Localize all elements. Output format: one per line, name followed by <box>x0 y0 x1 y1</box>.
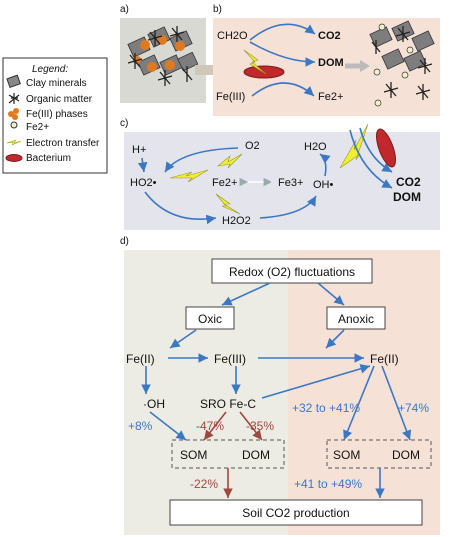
oxic-label: Oxic <box>198 312 222 326</box>
oxic-background <box>124 250 288 535</box>
oh-label: ·OH <box>143 397 165 411</box>
electron-transfer-b <box>243 49 267 75</box>
panel-a-mineral-aggregate <box>120 18 206 103</box>
oh-to-h2o-arrow <box>319 153 331 177</box>
c-fe3: Fe3+ <box>278 177 303 189</box>
b-ch2o: CH2O <box>217 30 248 42</box>
clay-mineral-icon <box>6 74 21 89</box>
som-right: SOM <box>333 448 360 462</box>
som-left: SOM <box>180 448 207 462</box>
fe2-to-som-arrow <box>343 365 375 441</box>
legend-item: Organic matter <box>26 94 93 105</box>
c-oh: OH• <box>313 179 334 191</box>
legend-item: Electron transfer <box>26 138 100 149</box>
anoxic-label: Anoxic <box>338 312 374 326</box>
to-dom-arrow <box>349 129 393 189</box>
b-fe3: Fe(III) <box>216 91 245 103</box>
b-co2: CO2 <box>318 30 341 42</box>
electron-transfer-icon <box>6 139 22 146</box>
sro-to-fe2-arrow <box>261 364 371 399</box>
dom-right: DOM <box>392 448 420 462</box>
fe3-to-fe2-arrow <box>251 82 315 97</box>
redox-to-oxic-arrow <box>221 282 271 306</box>
c-fe2: Fe2+ <box>212 177 237 189</box>
panel-label-b: b) <box>213 4 222 15</box>
ch2o-to-dom-arrow <box>249 41 316 67</box>
pct-co2-pos: +41 to +49% <box>294 477 362 491</box>
anoxic-box <box>326 306 386 330</box>
redox-to-anoxic-arrow <box>317 282 345 306</box>
sro-to-som-arrow <box>203 411 227 441</box>
ch2o-to-co2-arrow <box>249 23 316 41</box>
oxic-box <box>185 306 235 330</box>
redox-label: Redox (O2) fluctuations <box>229 265 355 279</box>
anoxic-som-dom-box <box>326 439 432 469</box>
panel-label-a: a) <box>120 4 129 15</box>
b-dom: DOM <box>318 57 344 69</box>
redox-box <box>211 258 373 284</box>
b-fe2: Fe2+ <box>318 91 343 103</box>
legend: Legend: Clay minerals Organic matter Fe(… <box>2 57 108 174</box>
anoxic-to-fe2-arrow <box>325 329 345 349</box>
sro-label: SRO Fe-C <box>200 397 256 411</box>
fe2-to-dom-arrow <box>381 365 412 441</box>
legend-item: Fe(III) phases <box>26 109 88 120</box>
fe3-phase-icon <box>8 108 19 120</box>
soil-co2-box <box>169 499 423 526</box>
ho2-to-h2o2-arrow <box>144 191 217 225</box>
pct-dom-pos: +74% <box>398 401 429 415</box>
dom-left: DOM <box>242 448 270 462</box>
pct-oh: +8% <box>128 419 153 433</box>
c-o2: O2 <box>245 140 260 152</box>
fe3-center: Fe(III) <box>214 352 246 366</box>
soil-co2-label: Soil CO2 production <box>242 506 349 520</box>
electron-transfers-c <box>169 123 369 215</box>
panel-label-c: c) <box>120 118 128 129</box>
c-ho2: HO2• <box>130 177 157 189</box>
fe2-left: Fe(II) <box>126 352 155 366</box>
c-dom: DOM <box>393 190 421 204</box>
to-co2-arrow <box>359 127 393 173</box>
pct-som-pos: +32 to +41% <box>292 401 360 415</box>
c-h2o: H2O <box>304 141 327 153</box>
bacterium-c <box>376 128 396 168</box>
c-hplus: H+ <box>132 144 146 156</box>
hplus-to-ho2-arrow <box>137 157 148 173</box>
panel-label-d: d) <box>120 236 129 247</box>
c-h2o2: H2O2 <box>222 215 251 227</box>
fe2-icon <box>10 121 18 129</box>
legend-item: Bacterium <box>26 153 71 164</box>
fe2-right: Fe(II) <box>370 352 399 366</box>
h2o2-to-oh-arrow <box>259 195 317 219</box>
organic-matter-icon <box>8 93 20 104</box>
oxic-to-fe2-arrow <box>169 329 197 349</box>
pct-co2-neg: -22% <box>190 477 218 491</box>
panel-b-mineral-aggregate <box>369 20 435 107</box>
c-co2: CO2 <box>396 175 421 189</box>
legend-item: Clay minerals <box>26 78 87 89</box>
oh-to-som-arrow <box>149 411 187 441</box>
bacterium-icon <box>5 154 23 162</box>
legend-title: Legend: <box>32 64 68 75</box>
sro-to-dom-arrow <box>239 411 263 441</box>
o2-to-ho2-arrow <box>164 147 239 173</box>
legend-item: Fe2+ <box>26 122 49 133</box>
